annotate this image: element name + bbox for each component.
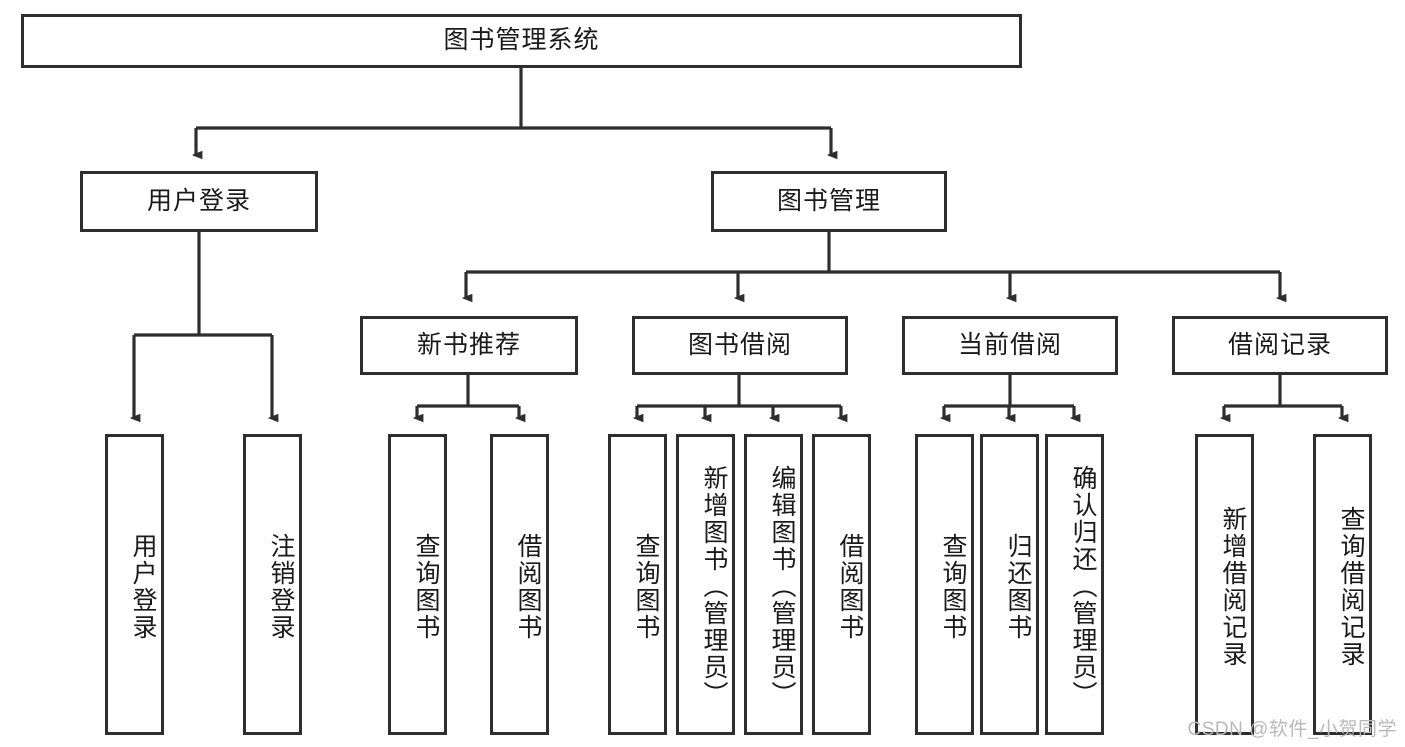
node-root[interactable]: 图书管理系统: [21, 14, 1022, 68]
node-label: 图书管理: [776, 186, 881, 215]
node-label: 查询图书: [412, 532, 440, 641]
node-label: 查询图书: [632, 532, 660, 641]
node-label: 图书管理系统: [443, 26, 600, 55]
leaf-book-borrow-0[interactable]: 查询图书: [608, 434, 667, 735]
node-label: 编辑图书（管理员）: [768, 465, 796, 708]
node-label: 借阅记录: [1227, 330, 1332, 359]
node-label: 借阅图书: [514, 532, 542, 641]
node-label: 图书借阅: [687, 330, 792, 359]
node-book-manage[interactable]: 图书管理: [711, 171, 947, 232]
node-label: 用户登录: [129, 532, 157, 641]
node-label: 借阅图书: [836, 532, 864, 641]
node-borrow-record[interactable]: 借阅记录: [1172, 316, 1388, 375]
node-label: 新书推荐: [416, 330, 521, 359]
leaf-book-borrow-1[interactable]: 新增图书（管理员）: [676, 434, 735, 735]
node-label: 新增图书（管理员）: [700, 465, 728, 708]
node-label: 注销登录: [267, 532, 295, 641]
leaf-user-login-1[interactable]: 注销登录: [243, 434, 302, 735]
node-new-book-rec[interactable]: 新书推荐: [360, 316, 578, 375]
node-label: 查询图书: [939, 532, 967, 641]
leaf-borrow-record-1[interactable]: 查询借阅记录: [1313, 434, 1372, 735]
node-label: 归还图书: [1004, 532, 1032, 641]
leaf-new-book-rec-0[interactable]: 查询图书: [388, 434, 447, 735]
node-label: 用户登录: [146, 186, 251, 215]
leaf-new-book-rec-1[interactable]: 借阅图书: [490, 434, 549, 735]
node-label: 新增借阅记录: [1219, 505, 1247, 668]
leaf-current-borrow-2[interactable]: 确认归还（管理员）: [1045, 434, 1104, 735]
node-label: 确认归还（管理员）: [1069, 465, 1097, 708]
node-user-login[interactable]: 用户登录: [80, 171, 318, 232]
leaf-user-login-0[interactable]: 用户登录: [105, 434, 164, 735]
leaf-book-borrow-2[interactable]: 编辑图书（管理员）: [744, 434, 803, 735]
node-label: 当前借阅: [957, 330, 1062, 359]
leaf-book-borrow-3[interactable]: 借阅图书: [812, 434, 871, 735]
csdn-watermark: CSDN @软件_小贺同学: [1187, 719, 1397, 740]
node-current-borrow[interactable]: 当前借阅: [902, 316, 1118, 375]
node-label: 查询借阅记录: [1337, 505, 1365, 668]
leaf-current-borrow-0[interactable]: 查询图书: [915, 434, 974, 735]
leaf-current-borrow-1[interactable]: 归还图书: [980, 434, 1039, 735]
node-book-borrow[interactable]: 图书借阅: [632, 316, 848, 375]
leaf-borrow-record-0[interactable]: 新增借阅记录: [1195, 434, 1254, 735]
